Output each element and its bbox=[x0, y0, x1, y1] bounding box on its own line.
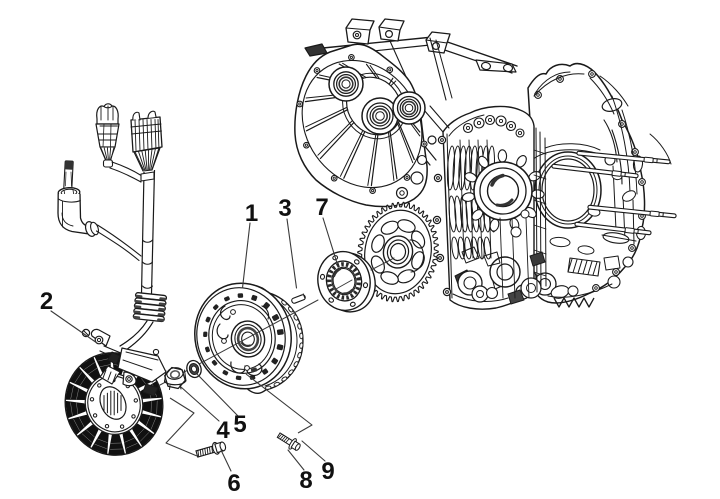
svg-text:8: 8 bbox=[299, 467, 312, 494]
svg-text:2: 2 bbox=[40, 288, 53, 315]
svg-text:6: 6 bbox=[227, 470, 240, 497]
svg-text:3: 3 bbox=[278, 195, 291, 222]
svg-text:5: 5 bbox=[233, 411, 246, 438]
svg-text:7: 7 bbox=[315, 194, 328, 221]
svg-text:4: 4 bbox=[216, 417, 230, 444]
svg-text:1: 1 bbox=[245, 200, 258, 227]
svg-text:9: 9 bbox=[321, 458, 334, 485]
